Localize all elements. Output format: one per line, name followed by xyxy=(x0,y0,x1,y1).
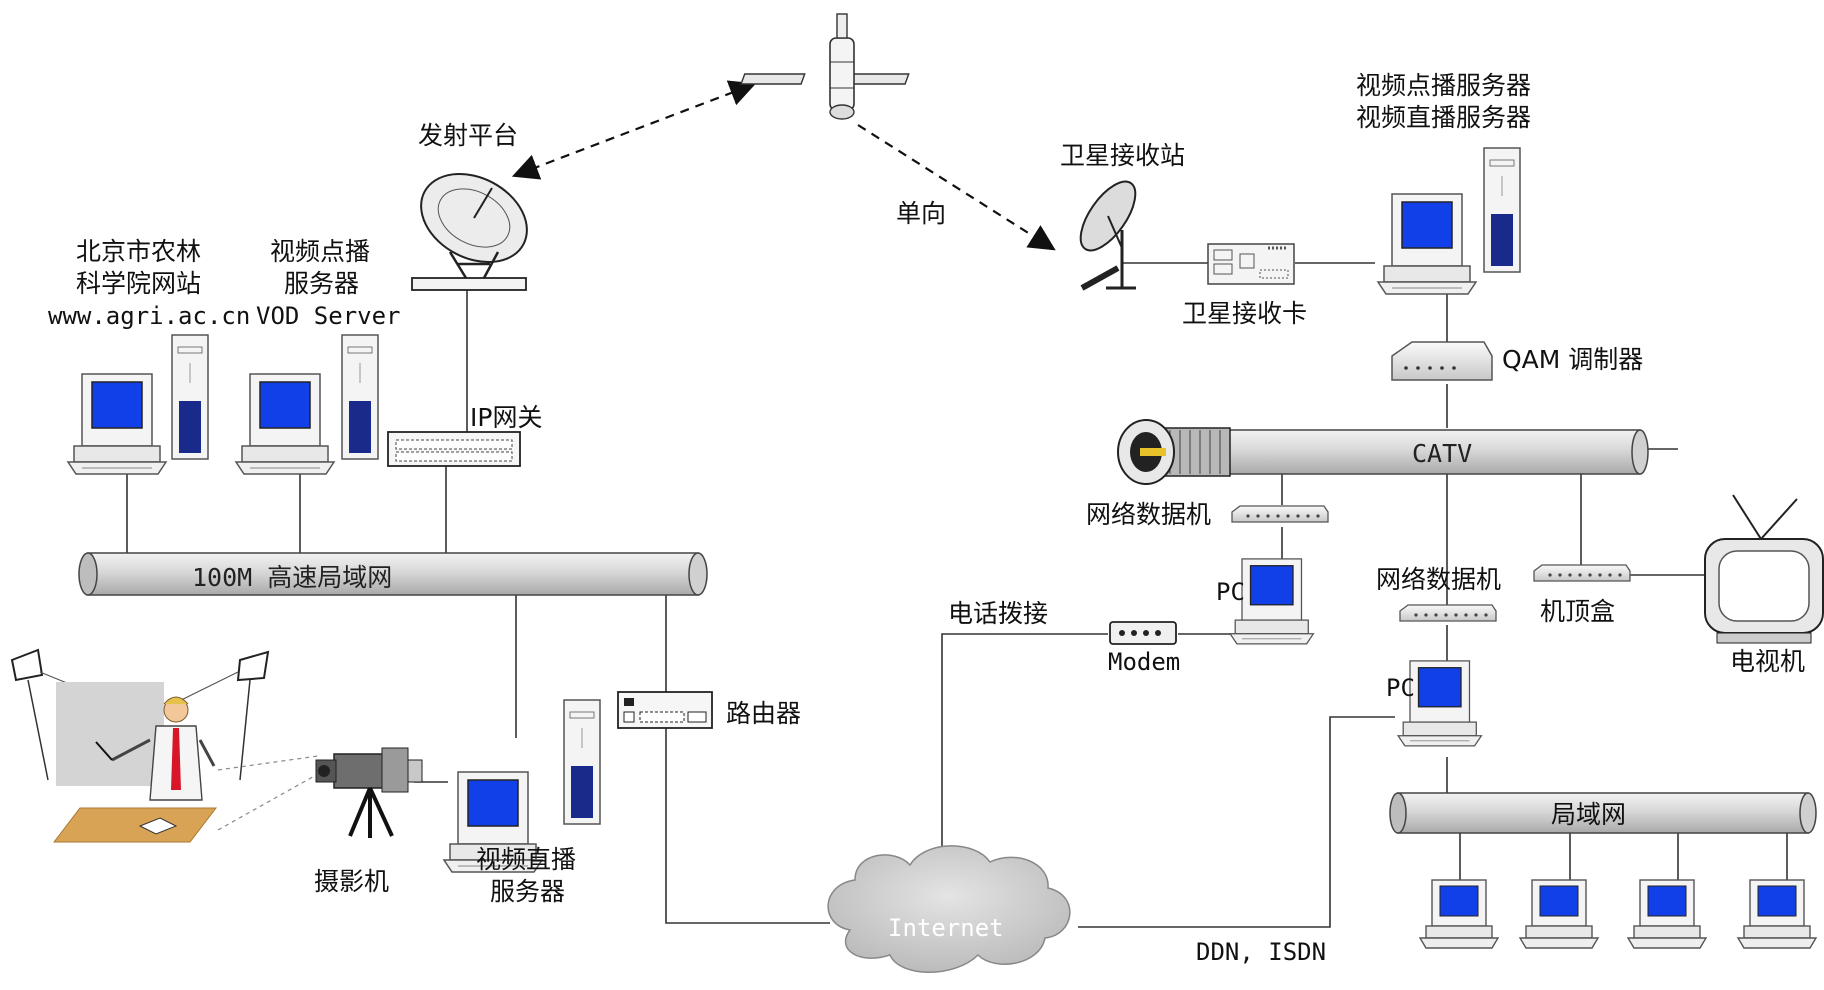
ip-gateway-device xyxy=(387,431,521,467)
vod-live-server-right xyxy=(1377,147,1521,295)
lan-workstation-4 xyxy=(1737,879,1817,949)
label-ddn-isdn: DDN, ISDN xyxy=(1196,938,1326,966)
vod-server-left xyxy=(235,334,379,475)
label-tv: 电视机 xyxy=(1730,647,1805,676)
label-vod-left-3: VOD Server xyxy=(256,302,401,330)
label-vod-server-right: 视频点播服务器 xyxy=(1356,71,1531,100)
label-vod-left-2: 服务器 xyxy=(284,269,359,298)
uplink-arrow xyxy=(511,80,757,180)
website-server xyxy=(67,334,209,475)
label-pc-1: PC xyxy=(1216,578,1245,606)
label-ip-gateway: IP网关 xyxy=(470,403,542,432)
router-icon xyxy=(617,691,713,729)
labels: 发射平台 单向 卫星接收站 卫星接收卡 视频点播服务器 视频直播服务器 QAM … xyxy=(48,71,1805,966)
network-modem-2 xyxy=(1399,604,1497,622)
label-transmit-platform: 发射平台 xyxy=(418,121,518,150)
satellite-icon xyxy=(740,13,910,120)
lan-pipe-left xyxy=(78,552,708,596)
television-icon xyxy=(1704,494,1824,644)
cloud-icon xyxy=(827,845,1071,973)
label-network-modem-2: 网络数据机 xyxy=(1376,565,1501,594)
label-internet: Internet xyxy=(888,914,1004,942)
label-satellite-card: 卫星接收卡 xyxy=(1182,299,1307,328)
label-lan-right: 局域网 xyxy=(1551,800,1626,829)
label-camera: 摄影机 xyxy=(314,867,389,896)
lan-workstation-1 xyxy=(1419,879,1499,949)
label-network-modem-1: 网络数据机 xyxy=(1086,500,1211,529)
label-router: 路由器 xyxy=(726,699,801,728)
label-live-server-2: 服务器 xyxy=(490,877,565,906)
satellite-dish-icon xyxy=(1079,180,1137,291)
label-live-server-right: 视频直播服务器 xyxy=(1356,103,1531,132)
label-one-way: 单向 xyxy=(896,199,946,228)
label-satellite-station: 卫星接收站 xyxy=(1060,141,1185,170)
lan-workstation-2 xyxy=(1519,879,1599,949)
video-camera-icon xyxy=(315,747,423,838)
modem-icon xyxy=(1109,621,1177,645)
label-site-url: www.agri.ac.cn xyxy=(48,302,250,330)
label-site-line2: 科学院网站 xyxy=(76,269,201,298)
transmit-dish-icon xyxy=(411,172,528,291)
presenter-icon xyxy=(10,648,319,843)
downlink-arrow xyxy=(857,124,1056,251)
label-modem: Modem xyxy=(1108,648,1180,676)
set-top-box-icon xyxy=(1533,564,1631,582)
lan-pipe-right xyxy=(1389,792,1817,834)
qam-modulator-icon xyxy=(1391,341,1493,381)
label-pc-2: PC xyxy=(1386,674,1415,702)
satellite-card-icon xyxy=(1207,243,1295,285)
label-qam: QAM 调制器 xyxy=(1502,345,1643,374)
label-vod-left-1: 视频点播 xyxy=(270,237,370,266)
label-set-top-box: 机顶盒 xyxy=(1540,597,1615,626)
label-catv: CATV xyxy=(1412,439,1472,468)
label-site-line1: 北京市农林 xyxy=(76,237,201,266)
catv-pipe xyxy=(1117,419,1649,485)
lan-workstation-3 xyxy=(1627,879,1707,949)
label-phone-dial: 电话拨接 xyxy=(948,599,1048,628)
network-modem-1 xyxy=(1231,505,1329,523)
label-lan-left: 100M 高速局域网 xyxy=(192,563,392,592)
label-live-server-1: 视频直播 xyxy=(476,845,576,874)
